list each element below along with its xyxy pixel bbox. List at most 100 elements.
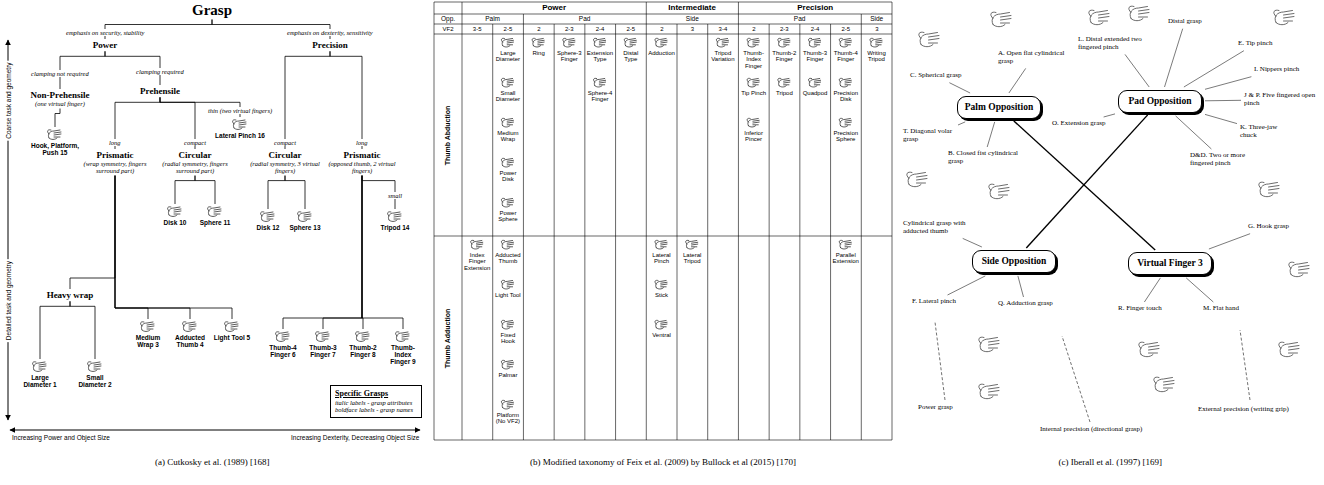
table-rule — [434, 2, 435, 440]
table-header: 2 — [537, 26, 540, 32]
hand-sketch — [979, 337, 999, 352]
table-header: 2-4 — [811, 26, 820, 32]
grasp-sketch — [137, 320, 159, 334]
grasp-node: Light Tool 5 — [213, 320, 251, 341]
hand-sketch — [501, 240, 513, 249]
hand-stroke — [839, 38, 851, 47]
hand-stroke — [1259, 182, 1279, 197]
connector — [268, 176, 285, 209]
edge-label: long — [108, 139, 122, 146]
node-note: (one virtual finger) — [23, 100, 97, 107]
grasp-label: O. Extension grasp — [1052, 120, 1105, 128]
hand-stroke — [168, 207, 181, 217]
hand-sketch — [1274, 10, 1294, 25]
hand-stroke — [471, 240, 483, 249]
row-header: Thumb Adduction — [444, 308, 451, 368]
node-name: Sphere 11 — [197, 219, 233, 226]
dashed-guide — [1062, 336, 1090, 422]
hand-sketch — [1289, 262, 1309, 277]
grasp-sketch — [221, 320, 243, 334]
leader-line — [987, 122, 995, 147]
table-cell: Thumb-2 Finger — [770, 50, 799, 63]
table-cell: Sphere-3 Finger — [555, 50, 584, 63]
node-name: Grasp — [177, 2, 247, 19]
hand-sketch — [501, 158, 513, 167]
hand-sketch — [624, 38, 636, 47]
node-name: Prismatic — [325, 150, 399, 160]
grasp-sketch — [84, 360, 106, 374]
node-name: Specific Grasps — [335, 389, 417, 399]
table-cell: Adducted Thumb — [494, 252, 523, 265]
connector — [1014, 121, 1155, 250]
grasp-label: Cylindrical grasp with adducted thumb — [903, 220, 975, 235]
grasp-node: Tripod 14 — [377, 210, 413, 231]
leader-line — [1144, 278, 1160, 302]
grasp-sketch — [29, 360, 51, 374]
table-cell: Index Finger Extension — [463, 252, 492, 271]
grasp-sketch — [294, 210, 316, 224]
grasp-node: Thumb-Index Finger 9 — [384, 330, 422, 365]
hand-stroke — [989, 184, 1009, 199]
grasp-sketch — [257, 210, 279, 224]
leader-line — [1009, 68, 1026, 93]
hand-stroke — [501, 198, 513, 207]
attribute-node: Non-Prehensile(one virtual finger) — [23, 90, 97, 107]
hand-sketch — [501, 400, 513, 409]
hand-stroke — [1129, 6, 1149, 21]
grasp-label: F. Lateral pinch — [912, 298, 956, 306]
hand-stroke — [501, 320, 513, 329]
grasp-node: Large Diameter 1 — [18, 360, 62, 388]
node-name: Pad Opposition — [1122, 96, 1198, 107]
table-cell: Writing Tripod — [862, 50, 891, 63]
hand-sketch — [747, 78, 759, 87]
hand-sketch — [33, 362, 46, 372]
connector — [70, 301, 95, 359]
opposition-box: Pad Opposition — [1118, 90, 1202, 113]
grasp-node: Sphere 11 — [197, 205, 233, 226]
node-name: Side Opposition — [976, 256, 1052, 267]
table-rule — [892, 2, 893, 440]
edge-label: compact — [183, 139, 207, 146]
leader-line — [963, 238, 982, 247]
connector — [55, 109, 60, 128]
table-cell: Fixed Hook — [494, 332, 523, 345]
grasp-node: Thumb-4 Finger 6 — [264, 330, 302, 358]
hand-stroke — [1139, 342, 1159, 357]
hand-stroke — [593, 38, 605, 47]
edge-label: long — [355, 139, 369, 146]
hand-stroke — [501, 280, 513, 289]
hand-stroke — [778, 78, 790, 87]
grasp-label: External precision (writing grip) — [1198, 406, 1289, 414]
table-header: 3 — [875, 26, 878, 32]
hand-sketch — [655, 280, 667, 289]
leader-line — [1165, 29, 1183, 87]
node-name: Thumb-2 Finger 8 — [344, 344, 382, 358]
hand-stroke — [747, 38, 759, 47]
hand-stroke — [396, 332, 409, 342]
hand-stroke — [501, 240, 513, 249]
node-name: Thumb-Index Finger 9 — [384, 344, 422, 365]
hand-stroke — [1089, 10, 1109, 25]
legend-box: Specific Graspsitalic labels - grasp att… — [330, 385, 422, 418]
node-name: Prismatic — [78, 150, 152, 160]
node-name: Disk 12 — [250, 224, 286, 231]
table-cell: Tip Pinch — [739, 90, 768, 96]
grasp-sketch — [272, 330, 294, 344]
node-name: Palm Opposition — [961, 102, 1037, 113]
grasp-label: T. Diagonal volar grasp — [903, 128, 963, 143]
node-name: Large Diameter 1 — [18, 374, 62, 388]
leader-line — [948, 276, 986, 295]
hand-stroke — [563, 38, 575, 47]
node-name: Power — [75, 40, 135, 50]
hand-stroke — [747, 118, 759, 127]
table-cell: Distal Type — [616, 50, 645, 63]
hand-sketch — [501, 198, 513, 207]
hand-stroke — [716, 38, 728, 47]
hand-stroke — [907, 172, 927, 187]
table-cell: Extension Type — [586, 50, 615, 63]
edge-label: small — [387, 192, 403, 199]
table-header: Precision — [797, 4, 833, 12]
node-name: Disk 10 — [157, 219, 193, 226]
grasp-sketch — [392, 330, 414, 344]
table-cell: Precision Sphere — [831, 130, 860, 143]
